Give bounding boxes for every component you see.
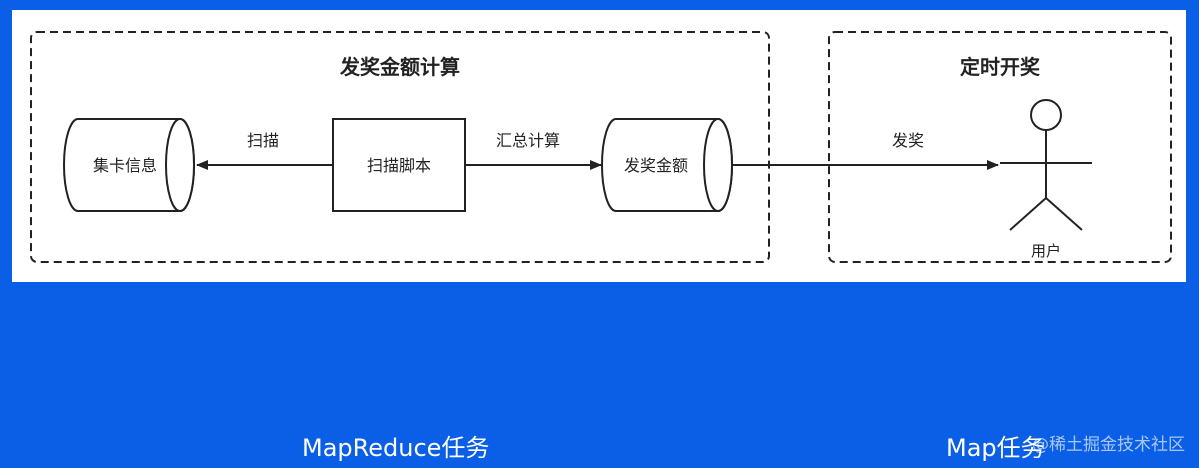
node-award-amount-label: 发奖金额 — [624, 156, 688, 175]
node-card-info: 集卡信息 — [63, 118, 195, 212]
diagram-panel — [12, 10, 1186, 282]
node-scan-script: 扫描脚本 — [332, 118, 466, 212]
edge-award: 发奖 — [732, 131, 999, 170]
caption-map-task: Map任务 — [946, 434, 1045, 462]
node-card-info-label: 集卡信息 — [93, 156, 157, 175]
node-user-label: 用户 — [1031, 242, 1061, 260]
node-scan-script-label: 扫描脚本 — [367, 156, 431, 175]
edge-summarize: 汇总计算 — [465, 131, 602, 170]
group-scheduled-draw — [828, 31, 1172, 263]
edge-summarize-label: 汇总计算 — [496, 131, 560, 150]
juejin-watermark: @稀土掘金技术社区 — [1032, 435, 1185, 455]
edge-scan: 扫描 — [196, 131, 333, 170]
edge-scan-label: 扫描 — [247, 131, 279, 150]
caption-mapreduce-task: MapReduce任务 — [302, 434, 490, 462]
edge-award-label: 发奖 — [892, 131, 924, 150]
node-user: 用户 — [1000, 99, 1092, 260]
group-scheduled-draw-title: 定时开奖 — [960, 55, 1041, 79]
node-award-amount: 发奖金额 — [601, 118, 733, 212]
group-award-calc-title: 发奖金额计算 — [339, 55, 460, 79]
